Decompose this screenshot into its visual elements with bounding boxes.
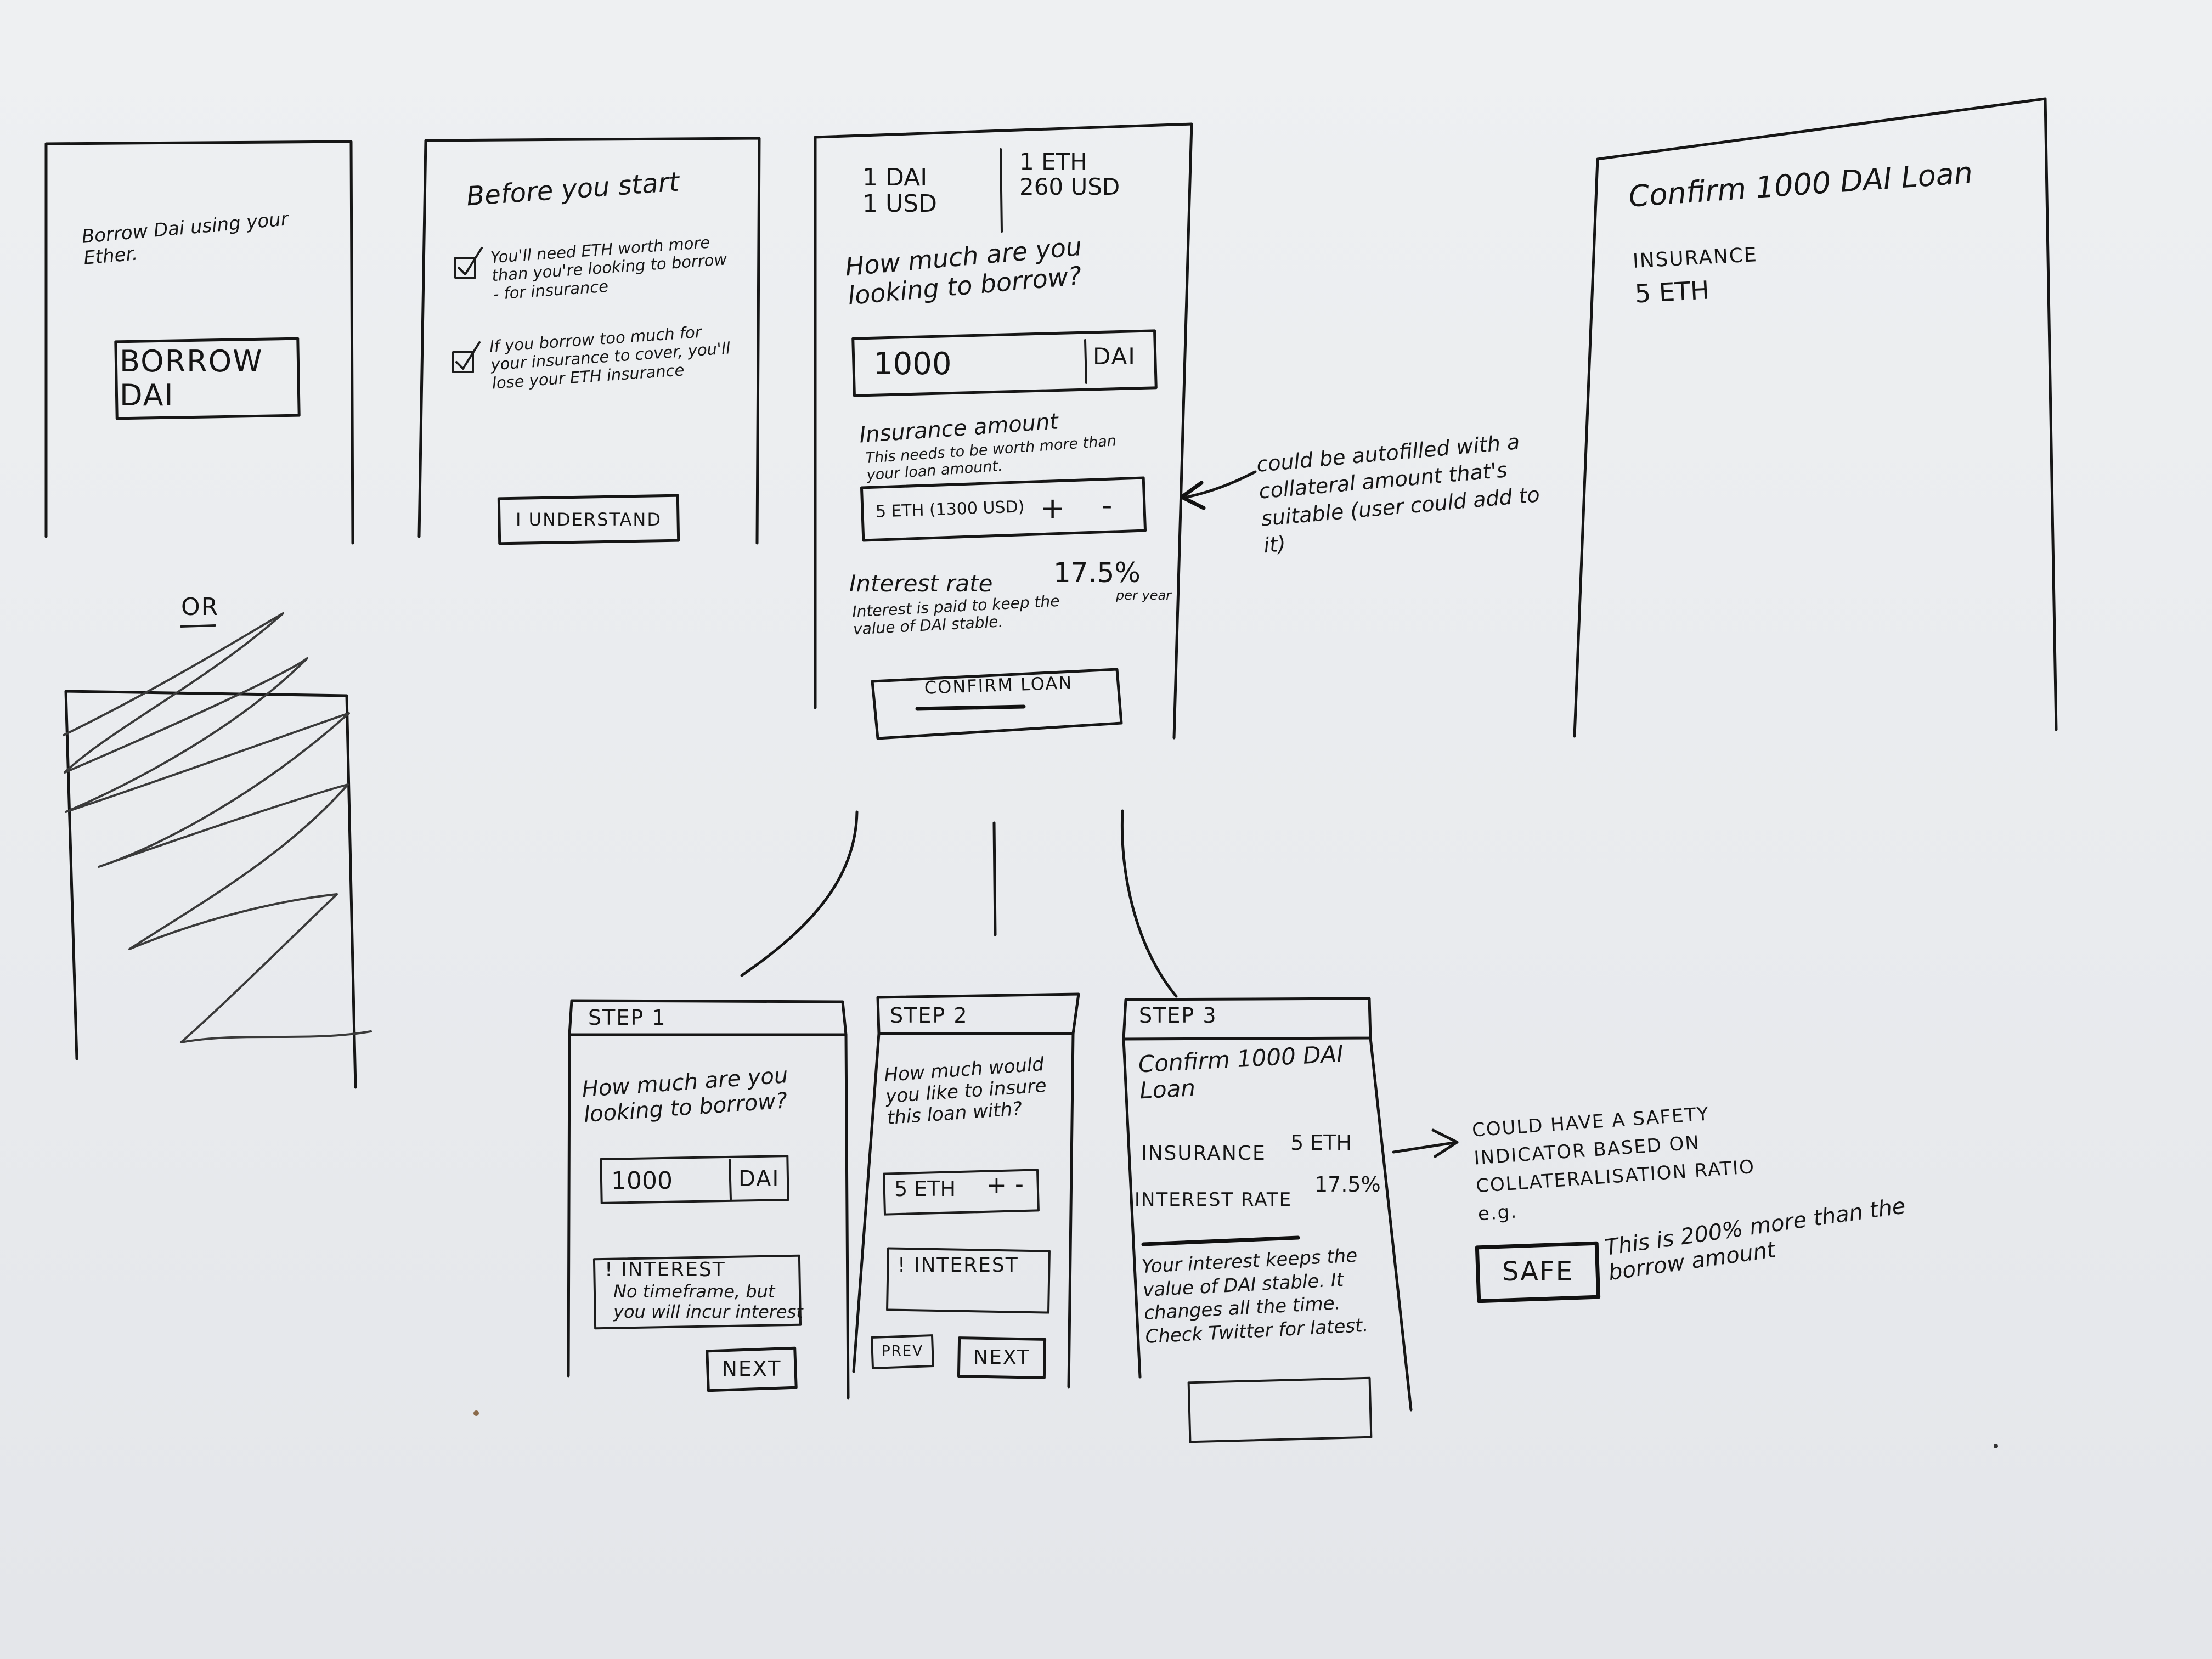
annotation2-text: COULD HAVE A SAFETY INDICATOR BASED ON C…	[1471, 1103, 1756, 1226]
step2-prev-button[interactable]: PREV	[882, 1343, 923, 1360]
step3-insurance-value: 5 ETH	[1290, 1131, 1352, 1155]
frame3-price-divider	[1000, 148, 1003, 233]
frame3-button-strike	[915, 704, 1026, 711]
frame3-amount-divider	[1084, 339, 1087, 384]
annotation1-arrowhead	[1180, 481, 1206, 510]
step3-interest-value: 17.5%	[1314, 1172, 1381, 1197]
step2-value-box	[883, 1169, 1040, 1216]
step2-interest-title: ! INTEREST	[898, 1254, 1019, 1277]
safe-badge-box	[1475, 1241, 1601, 1304]
step3-strike	[1141, 1235, 1300, 1246]
step1-next-button[interactable]: NEXT	[721, 1357, 782, 1381]
step3-button-box	[1187, 1376, 1373, 1443]
annotation2-arrowhead	[1431, 1128, 1459, 1158]
paper-speck	[1994, 1444, 1998, 1448]
frame4-insurance-value: 5 ETH	[1634, 275, 1710, 309]
frame3-interest-title: Interest rate	[849, 570, 993, 597]
step1-amount-currency: DAI	[738, 1166, 780, 1192]
connector-right	[1120, 809, 1178, 998]
frame2-check2-mark	[455, 341, 481, 370]
step1-amount-value[interactable]: 1000	[611, 1167, 673, 1195]
frame2-understand-button[interactable]: I UNDERSTAND	[516, 509, 662, 530]
step1-amount-box	[600, 1155, 789, 1204]
step3-frame-outline	[1122, 1036, 1413, 1412]
step3-interest-label: INTEREST RATE	[1135, 1189, 1293, 1211]
step2-next-button[interactable]: NEXT	[973, 1346, 1030, 1369]
frame3-outline	[814, 122, 1193, 740]
frame3-amount-currency: DAI	[1093, 343, 1136, 370]
frame3-dai-price: 1 DAI 1 USD	[862, 163, 937, 218]
frame3-insurance-minus[interactable]: -	[1102, 488, 1113, 522]
step1-interest-note: No timeframe, but you will incur interes…	[613, 1281, 803, 1322]
frame1-button-box	[114, 337, 301, 420]
frame3-interest-unit: per year	[1116, 588, 1172, 603]
frame2-check1-box	[454, 257, 476, 279]
step2-frame-outline	[852, 1032, 1075, 1389]
or-label: OR	[181, 593, 219, 621]
step2-interest-box	[886, 1247, 1051, 1314]
frame3-insurance-plus[interactable]: +	[1040, 491, 1065, 526]
step2-next-box	[957, 1336, 1047, 1379]
frame3-interest-value: 17.5%	[1053, 557, 1141, 589]
connector-middle	[992, 821, 997, 936]
step2-question: How much would you like to insure this l…	[883, 1053, 1047, 1130]
frame4-outline	[1573, 97, 2058, 738]
scribbled-frame-outline	[64, 690, 357, 1089]
step2-tab[interactable]: STEP 2	[890, 1003, 968, 1028]
step1-frame-outline	[567, 1033, 850, 1400]
step1-next-box	[706, 1346, 798, 1392]
frame3-eth-price: 1 ETH 260 USD	[1019, 148, 1120, 201]
step2-prev-box	[871, 1334, 934, 1369]
step3-note: Your interest keeps the value of DAI sta…	[1141, 1244, 1369, 1348]
frame1-outline	[44, 140, 354, 545]
frame3-insurance-box	[860, 476, 1147, 542]
frame3-amount-box	[851, 329, 1158, 397]
step1-tab[interactable]: STEP 1	[588, 1006, 667, 1030]
paper-speck	[473, 1410, 479, 1416]
frame2-check1-mark	[458, 247, 483, 275]
step3-tab[interactable]: STEP 3	[1139, 1003, 1217, 1028]
frame2-check2-box	[452, 351, 474, 373]
frame2-button-box	[497, 494, 680, 545]
safe-badge: SAFE	[1502, 1256, 1574, 1288]
step1-amount-divider	[729, 1159, 732, 1200]
frame3-button-outline	[871, 668, 1123, 740]
annotation1-arrow	[1186, 470, 1257, 499]
scribble-strokes	[63, 612, 372, 1043]
step3-confirm-button[interactable]	[1190, 1383, 1369, 1437]
frame3-amount-value[interactable]: 1000	[873, 346, 952, 382]
step1-interest-box	[592, 1254, 802, 1330]
step2-minus[interactable]: -	[1015, 1170, 1024, 1198]
annotation2-arrow	[1392, 1141, 1459, 1154]
or-underline	[180, 624, 216, 628]
step1-interest-title: ! INTEREST	[605, 1259, 726, 1281]
frame1-borrow-button[interactable]: BORROW DAI	[120, 343, 263, 413]
frame2-outline	[417, 137, 761, 545]
step2-plus[interactable]: +	[986, 1171, 1007, 1199]
connector-left	[740, 810, 859, 977]
step2-value[interactable]: 5 ETH	[894, 1177, 956, 1201]
step3-insurance-label: INSURANCE	[1141, 1142, 1266, 1165]
